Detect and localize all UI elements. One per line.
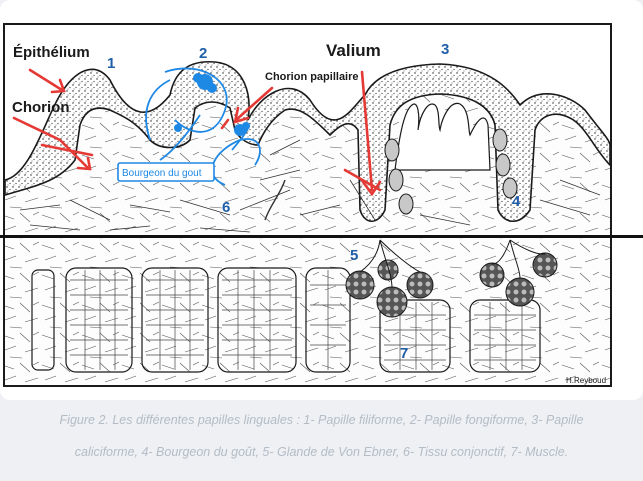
label-chorion: Chorion	[12, 99, 70, 116]
secondary-papillae	[394, 102, 491, 171]
connective-fibers	[19, 139, 601, 233]
label-valium: Valium	[326, 41, 381, 60]
epithelium-layer	[4, 60, 611, 223]
number-4: 4	[512, 193, 521, 210]
blue-annotations	[145, 67, 261, 186]
bourgeon-box	[117, 162, 215, 182]
number-3: 3	[441, 41, 449, 58]
label-epithelium: Épithélium	[13, 44, 90, 61]
lumen-area	[5, 25, 610, 180]
label-chorion-papillaire: Chorion papillaire	[265, 71, 359, 83]
number-6: 6	[222, 199, 230, 216]
muscle-cell-grid	[70, 270, 536, 370]
section-divider	[0, 235, 643, 238]
red-annotation-arrows	[12, 68, 382, 197]
figure-card: Épithélium Chorion Valium Chorion papill…	[0, 0, 643, 400]
von-ebner-glands	[345, 252, 558, 318]
gland-ducts	[359, 239, 546, 289]
figure-caption: Figure 2. Les différentes papilles lingu…	[6, 404, 637, 468]
number-2: 2	[199, 45, 207, 62]
artist-signature: H.Reyboud	[566, 376, 606, 385]
label-bourgeon: Bourgeon du gout	[122, 168, 202, 179]
number-7: 7	[400, 345, 408, 362]
taste-buds	[384, 128, 518, 215]
muscle-fibers	[31, 267, 541, 373]
number-1: 1	[107, 55, 115, 72]
caption-line-2: caliciforme, 4- Bourgeon du goût, 5- Gla…	[74, 445, 569, 459]
tongue-papillae-diagram: Épithélium Chorion Valium Chorion papill…	[0, 23, 643, 387]
caption-line-1: Figure 2. Les différentes papilles lingu…	[59, 413, 584, 427]
number-5: 5	[350, 247, 358, 264]
blue-scribbles	[174, 73, 250, 136]
